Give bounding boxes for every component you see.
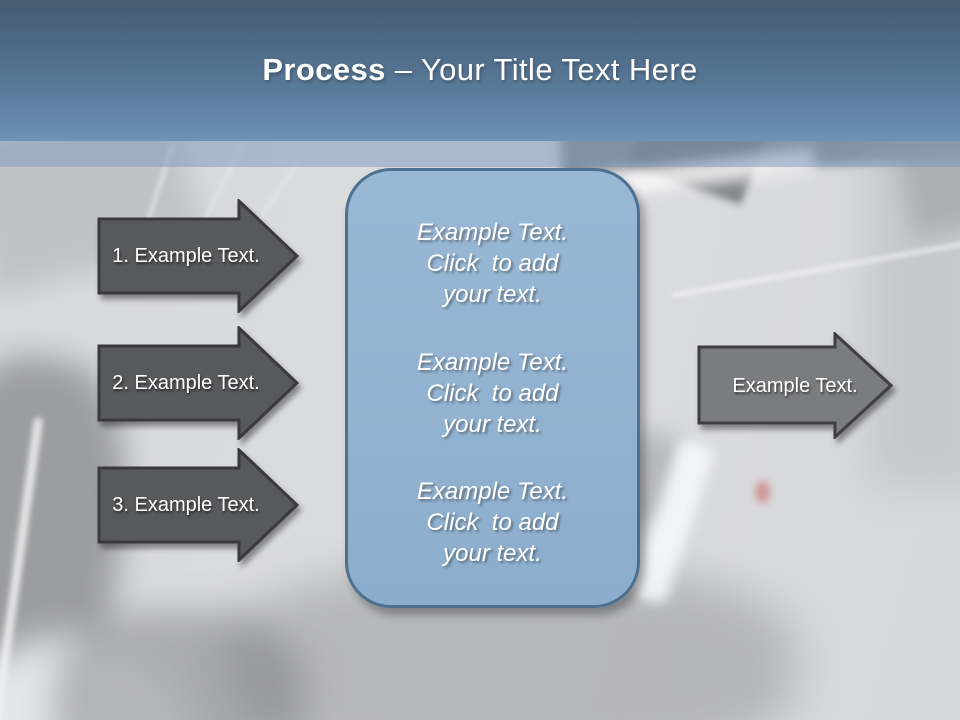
title-keyword: Process <box>262 52 386 87</box>
photo-dark-shape <box>868 141 960 486</box>
placeholder-text-block-2[interactable]: Example Text. Click to add your text. <box>416 348 569 438</box>
arrow-right-icon <box>97 448 299 562</box>
step-1-label: 1. Example Text. <box>112 245 260 267</box>
placeholder-text-block-1[interactable]: Example Text. Click to add your text. <box>416 219 569 308</box>
process-step-arrow-3[interactable]: 3. Example Text. <box>97 448 299 562</box>
process-detail-box[interactable]: Example Text. Click to add your text. Ex… <box>345 168 640 608</box>
placeholder-text-block-3[interactable]: Example Text. Click to add your text. <box>416 478 569 567</box>
step-2-label: 2. Example Text. <box>112 372 260 394</box>
arrow-right-icon <box>697 332 893 439</box>
arrow-right-icon <box>97 199 299 313</box>
page-title[interactable]: Process – Your Title Text Here <box>0 52 960 88</box>
photo-red-dot <box>755 481 770 503</box>
process-result-arrow[interactable]: Example Text. <box>697 332 893 439</box>
step-3-label: 3. Example Text. <box>112 494 260 516</box>
process-step-arrow-2[interactable]: 2. Example Text. <box>97 326 299 440</box>
header-fade-band <box>0 141 960 167</box>
photo-dark-shape <box>55 611 305 720</box>
process-step-arrow-1[interactable]: 1. Example Text. <box>97 199 299 313</box>
arrow-right-icon <box>97 326 299 440</box>
title-bar: Process – Your Title Text Here <box>0 0 960 141</box>
title-subtitle: – Your Title Text Here <box>385 52 698 87</box>
result-label: Example Text. <box>732 374 858 397</box>
